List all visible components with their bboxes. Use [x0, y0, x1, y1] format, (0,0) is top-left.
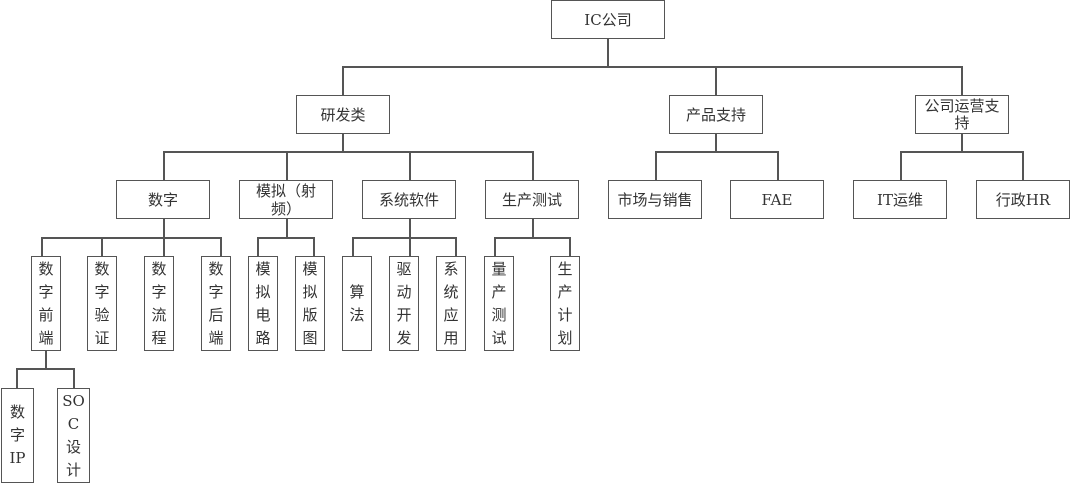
- node-label: IT运维: [877, 190, 923, 209]
- connector: [777, 151, 779, 180]
- node-label: 生产测试: [501, 190, 562, 209]
- connector: [163, 218, 165, 238]
- node-marketing-sales: 市场与销售: [608, 180, 702, 219]
- connector: [163, 151, 533, 153]
- connector: [73, 368, 75, 388]
- node-label: 系统软件: [378, 190, 439, 209]
- node-label: 系统应用: [443, 259, 459, 347]
- connector: [655, 151, 657, 180]
- connector: [342, 66, 344, 95]
- node-label: 数字流程: [151, 259, 167, 347]
- connector: [41, 237, 221, 239]
- node-algorithm: 算法: [342, 256, 372, 351]
- node-label: 公司运营支持: [924, 96, 1000, 132]
- connector: [715, 133, 717, 152]
- connector: [455, 237, 457, 256]
- connector: [532, 218, 534, 238]
- node-operations-support: 公司运营支持: [915, 95, 1009, 134]
- connector: [900, 151, 902, 180]
- node-fae: FAE: [730, 180, 824, 219]
- connector: [532, 151, 534, 180]
- connector: [163, 237, 165, 256]
- connector: [16, 368, 18, 388]
- connector: [257, 237, 259, 256]
- connector: [41, 237, 43, 256]
- connector: [961, 133, 963, 152]
- connector: [101, 237, 103, 256]
- node-ic-company: IC公司: [551, 0, 665, 39]
- node-label: 行政HR: [995, 190, 1051, 209]
- connector: [257, 237, 314, 239]
- node-label: 数字前端: [38, 259, 54, 347]
- node-label: 模拟电路: [255, 259, 271, 347]
- node-label: 算法: [349, 282, 365, 324]
- node-analog-circuit: 模拟电路: [248, 256, 278, 351]
- node-label: 数字: [147, 190, 178, 209]
- connector: [607, 38, 609, 67]
- connector: [569, 237, 571, 256]
- connector: [409, 218, 411, 238]
- node-analog-layout: 模拟版图: [295, 256, 325, 351]
- node-mass-production-test: 量产测试: [484, 256, 514, 351]
- node-system-software: 系统软件: [362, 180, 456, 219]
- connector: [715, 66, 717, 95]
- node-production-plan: 生产计划: [550, 256, 580, 351]
- node-admin-hr: 行政HR: [976, 180, 1070, 219]
- node-label: 数字验证: [94, 259, 110, 347]
- node-label: 产品支持: [685, 105, 746, 124]
- node-label: 研发类: [320, 105, 366, 124]
- connector: [409, 237, 411, 256]
- connector: [16, 368, 74, 370]
- node-production-test: 生产测试: [485, 180, 579, 219]
- node-driver-dev: 驱动开发: [389, 256, 419, 351]
- connector: [1022, 151, 1024, 180]
- node-digital-flow: 数字流程: [144, 256, 174, 351]
- node-digital-verification: 数字验证: [87, 256, 117, 351]
- connector: [961, 66, 963, 95]
- connector: [313, 237, 315, 256]
- connector: [286, 151, 288, 180]
- node-it-ops: IT运维: [853, 180, 947, 219]
- connector: [163, 151, 165, 180]
- connector: [220, 237, 222, 256]
- node-rd: 研发类: [296, 95, 390, 134]
- connector: [494, 237, 496, 256]
- node-analog-rf: 模拟（射频）: [239, 180, 333, 219]
- connector: [286, 218, 288, 238]
- node-label: 生产计划: [557, 259, 573, 347]
- node-system-app: 系统应用: [436, 256, 466, 351]
- connector: [342, 66, 963, 68]
- connector: [352, 237, 354, 256]
- node-label: FAE: [761, 190, 793, 209]
- node-label: 模拟（射频）: [255, 181, 316, 218]
- node-digital-backend: 数字后端: [201, 256, 231, 351]
- node-label: 市场与销售: [617, 190, 693, 209]
- node-label: 驱动开发: [396, 259, 412, 347]
- connector: [655, 151, 778, 153]
- node-digital-frontend: 数字前端: [31, 256, 61, 351]
- node-label: IC公司: [584, 10, 632, 29]
- node-product-support: 产品支持: [669, 95, 763, 134]
- node-label: 量产测试: [491, 259, 507, 347]
- node-label: 数字后端: [208, 259, 224, 347]
- connector: [45, 350, 47, 369]
- connector: [494, 237, 570, 239]
- node-label: 模拟版图: [302, 259, 318, 347]
- connector: [409, 151, 411, 180]
- connector: [342, 133, 344, 152]
- connector: [900, 151, 1023, 153]
- node-digital: 数字: [116, 180, 210, 219]
- connector: [352, 237, 456, 239]
